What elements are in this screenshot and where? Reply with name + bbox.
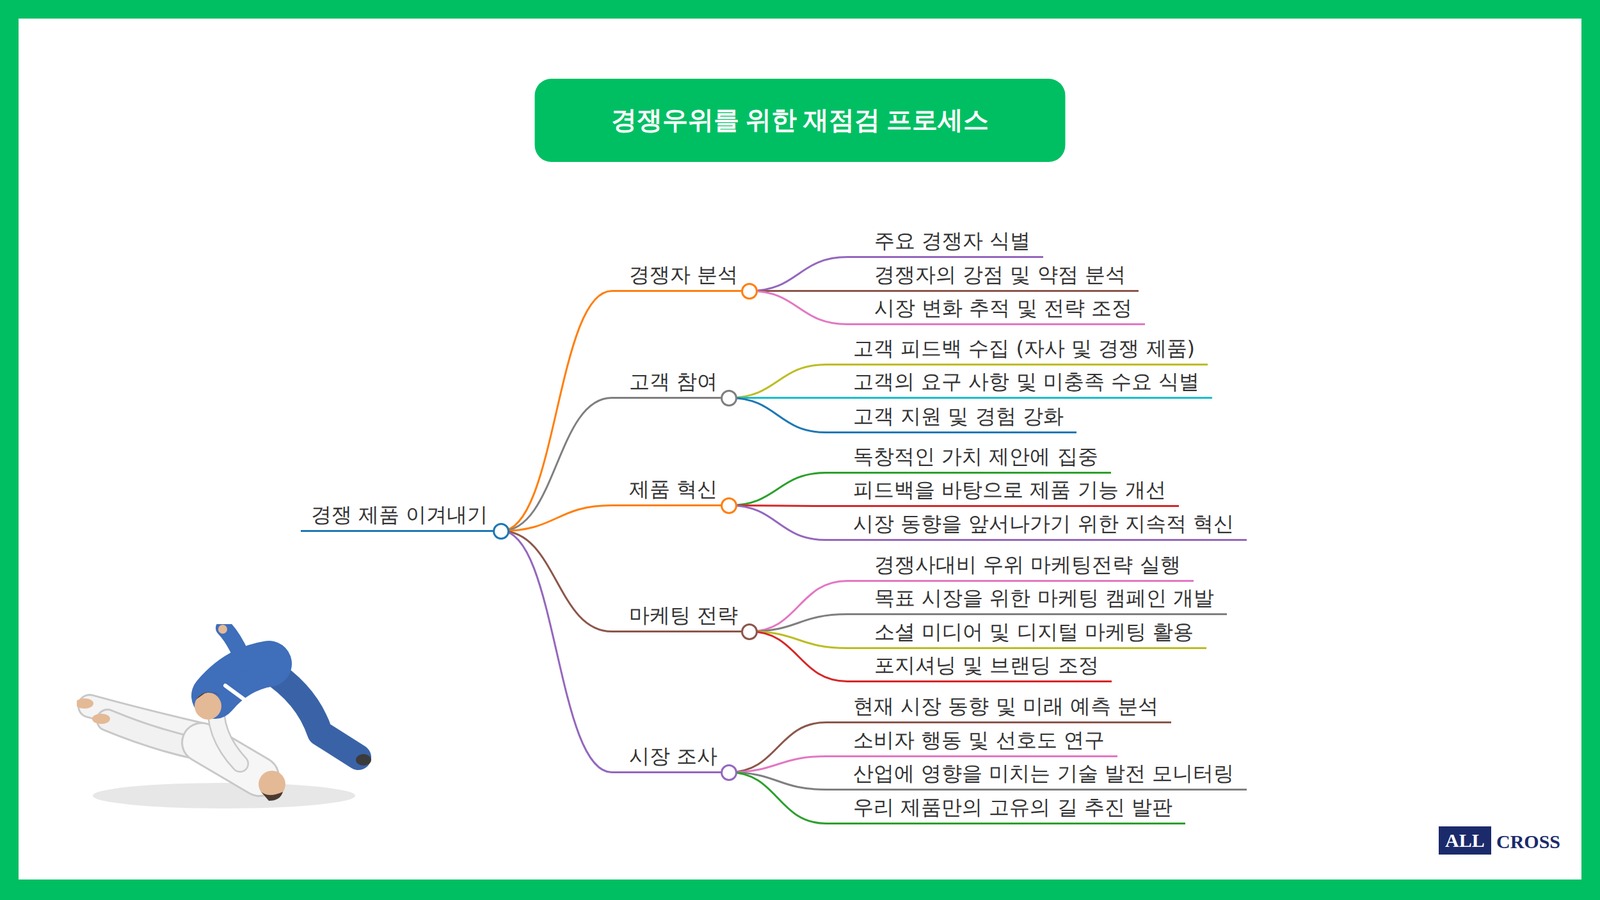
leaf-topic: 독창적인 가치 제안에 집중 xyxy=(826,443,1112,474)
title-text: 경쟁우위를 위한 재점검 프로세스 xyxy=(611,104,989,137)
branch-connector xyxy=(749,614,848,632)
topic-dot xyxy=(492,522,510,540)
topic-text: 고객의 요구 사항 및 미충족 수요 식별 xyxy=(853,368,1200,395)
leaf-topic: 시장 동향을 앞서나가기 위한 지속적 혁신 xyxy=(826,510,1247,541)
branch-topic: 고객 참여 xyxy=(611,368,729,399)
branch-connector xyxy=(728,756,827,773)
topic-text: 현재 시장 동향 및 미래 예측 분석 xyxy=(853,693,1159,719)
leaf-topic: 산업에 영향을 미치는 기술 발전 모니터링 xyxy=(826,760,1247,791)
leaf-topic: 포지셔닝 및 브랜딩 조정 xyxy=(847,652,1112,683)
gi-collar xyxy=(225,685,245,700)
logo-text: ALL xyxy=(1438,826,1492,855)
leaf-topic: 시장 변화 추적 및 전략 조정 xyxy=(847,295,1145,326)
topic-text: 경쟁자 분석 xyxy=(629,261,738,288)
leaf-topic: 경쟁자의 강점 및 약점 분석 xyxy=(847,261,1139,292)
leaf-topic: 우리 제품만의 고유의 길 추진 발판 xyxy=(826,794,1186,825)
root-topic: 경쟁 제품 이겨내기 xyxy=(300,501,502,532)
foot xyxy=(355,753,372,766)
hair xyxy=(195,691,221,700)
topic-text: 경쟁자의 강점 및 약점 분석 xyxy=(874,261,1126,288)
branch-topic: 시장 조사 xyxy=(611,743,729,774)
branch-connector xyxy=(728,398,827,433)
topic-text: 산업에 영향을 미치는 기술 발전 모니터링 xyxy=(853,760,1234,786)
topic-text: 주요 경쟁자 식별 xyxy=(874,227,1031,254)
topic-text: 피드백을 바탕으로 제품 기능 개선 xyxy=(853,476,1167,503)
hair xyxy=(261,791,283,801)
branch-connector xyxy=(501,398,612,532)
topic-dot xyxy=(741,282,758,300)
topic-text: 고객 지원 및 경험 강화 xyxy=(853,403,1064,429)
leaf-topic: 목표 시장을 위한 마케팅 캠페인 개발 xyxy=(847,584,1227,616)
branch-connector xyxy=(728,722,827,773)
topic-text: 시장 조사 xyxy=(629,743,718,769)
topic-text: 경쟁사대비 우위 마케팅전략 실행 xyxy=(874,551,1181,578)
branch-topic: 제품 혁신 xyxy=(611,476,729,507)
branch-topic: 마케팅 전략 xyxy=(611,602,750,633)
branch-connector xyxy=(728,505,827,541)
topic-text: 시장 동향을 앞서나가기 위한 지속적 혁신 xyxy=(853,510,1234,537)
topic-dot xyxy=(720,497,738,514)
topic-text: 제품 혁신 xyxy=(629,476,718,502)
title-banner: 경쟁우위를 위한 재점검 프로세스 xyxy=(535,78,1066,162)
hand xyxy=(218,624,228,634)
head xyxy=(194,692,222,720)
branch-connector xyxy=(501,505,612,532)
topic-text: 고객 피드백 수집 (자사 및 경쟁 제품) xyxy=(853,335,1195,361)
leaf-topic: 소비자 행동 및 선호도 연구 xyxy=(826,727,1118,758)
topic-text: 포지셔닝 및 브랜딩 조정 xyxy=(874,652,1099,678)
branch-connector xyxy=(501,291,612,532)
foot xyxy=(92,713,111,724)
leaf-topic: 주요 경쟁자 식별 xyxy=(847,227,1044,258)
foot xyxy=(76,698,94,709)
leaf-topic: 경쟁사대비 우위 마케팅전략 실행 xyxy=(847,551,1194,582)
branch-connector xyxy=(728,472,827,506)
leaf-topic: 고객의 요구 사항 및 미충족 수요 식별 xyxy=(826,368,1213,399)
topic-text: 시장 변화 추적 및 전략 조정 xyxy=(874,295,1133,321)
branch-topic: 경쟁자 분석 xyxy=(611,261,750,292)
topic-dot xyxy=(720,389,738,407)
leaf-topic: 고객 피드백 수집 (자사 및 경쟁 제품) xyxy=(826,335,1208,366)
leaf-topic: 현재 시장 동향 및 미래 예측 분석 xyxy=(826,693,1172,724)
leaf-topic: 고객 지원 및 경험 강화 xyxy=(826,403,1077,434)
branch-connector xyxy=(749,257,848,292)
topic-text: 목표 시장을 위한 마케팅 캠페인 개발 xyxy=(874,584,1215,611)
ground-shadow xyxy=(92,782,356,809)
branch-connector xyxy=(501,531,612,632)
topic-text: 마케팅 전략 xyxy=(629,602,738,628)
blue-gi-arm xyxy=(224,627,245,663)
topic-text: 독창적인 가치 제안에 집중 xyxy=(853,443,1099,470)
branch-connector xyxy=(749,581,848,632)
branch-connector xyxy=(728,364,827,399)
leaf-topic: 피드백을 바탕으로 제품 기능 개선 xyxy=(826,476,1179,507)
topic-dot xyxy=(720,764,738,781)
topic-text: 고객 참여 xyxy=(629,368,718,395)
judo-illustration xyxy=(76,624,372,816)
branch-connector xyxy=(749,631,848,682)
branch-connector xyxy=(501,531,612,773)
blue-gi-leg xyxy=(268,670,359,758)
leaf-topic: 소셜 미디어 및 디지털 마케팅 활용 xyxy=(847,618,1207,649)
branch-connector xyxy=(749,291,848,325)
topic-text: 소비자 행동 및 선호도 연구 xyxy=(853,727,1105,753)
topic-text: 우리 제품만의 고유의 길 추진 발판 xyxy=(853,794,1173,820)
branch-connector xyxy=(728,772,827,824)
topic-dot xyxy=(741,623,758,640)
logo-text: CROSS xyxy=(1496,827,1561,856)
topic-text: 경쟁 제품 이겨내기 xyxy=(311,501,488,528)
topic-text: 소셜 미디어 및 디지털 마케팅 활용 xyxy=(874,618,1194,645)
